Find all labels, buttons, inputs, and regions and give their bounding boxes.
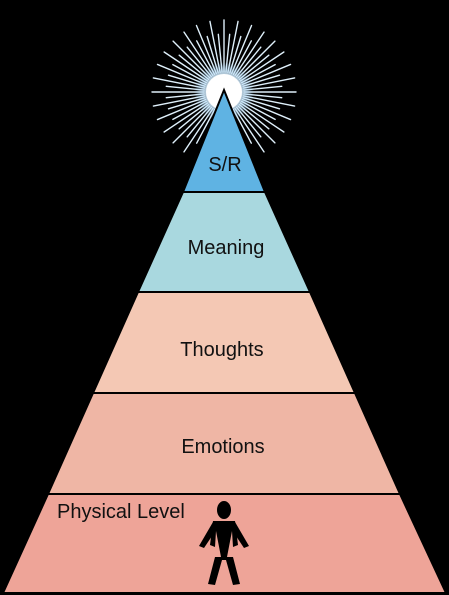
label-emotions: Emotions	[181, 436, 264, 458]
pyramid-tiers	[1, 87, 448, 594]
label-sr: S/R	[208, 154, 241, 176]
label-meaning: Meaning	[188, 237, 265, 259]
tier-sr	[181, 87, 267, 193]
person-icon	[199, 501, 249, 585]
label-thoughts: Thoughts	[180, 339, 263, 361]
label-physical: Physical Level	[57, 501, 185, 523]
